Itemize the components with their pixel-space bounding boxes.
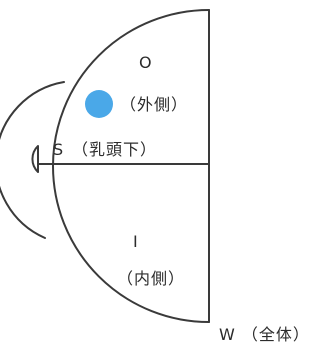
inner-region-letter: I [133,232,138,251]
nipple-shape [31,145,39,173]
subareolar-boundary-arc [0,81,65,239]
inner-region-label: （内側） [117,269,185,288]
lesion-marker [85,90,113,118]
subareolar-region-label: （乳頭下） [72,140,157,159]
outer-region-label: （外側） [120,95,188,114]
outer-region-letter: O [139,53,152,72]
subareolar-region-letter: S [53,140,63,159]
breast-outline-arc [52,9,210,323]
whole-region-label: W （全体） [219,325,310,344]
